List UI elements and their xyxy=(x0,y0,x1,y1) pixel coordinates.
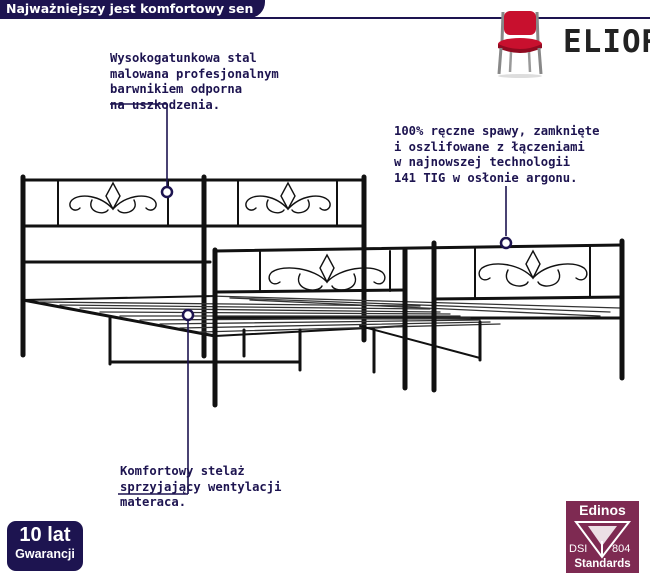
header-divider xyxy=(0,17,650,19)
certificate-badge: Edinos DSI 804 Standards xyxy=(566,501,639,573)
warranty-years: 10 lat xyxy=(19,524,71,546)
certificate-dsi: DSI xyxy=(569,543,588,555)
callout-marker-welds xyxy=(499,236,513,250)
chair-icon xyxy=(497,11,543,78)
page-title: Najważniejszy jest komfortowy sen xyxy=(0,0,266,18)
certificate-standards: Standards xyxy=(574,558,631,570)
callout-hand-welds: 100% ręczne spawy, zamknięte i oszlifowa… xyxy=(394,124,600,185)
callout-marker-steel xyxy=(160,185,174,199)
certificate-number: 804 xyxy=(612,543,631,555)
warranty-badge: 10 lat Gwarancji xyxy=(7,521,83,571)
brand-name: ELIOR xyxy=(563,24,650,60)
callout-steel-quality: Wysokogatunkowa stal malowana profesjona… xyxy=(110,51,279,112)
certificate-emblem-icon xyxy=(574,521,632,559)
warranty-label: Gwarancji xyxy=(15,547,75,561)
brand-logo: ELIOR xyxy=(493,8,650,80)
certificate-name: Edinos xyxy=(579,502,626,518)
callout-frame-ventilation: Komfortowy stelaż sprzyjający wentylacji… xyxy=(120,464,282,509)
callout-marker-frame xyxy=(181,308,195,322)
